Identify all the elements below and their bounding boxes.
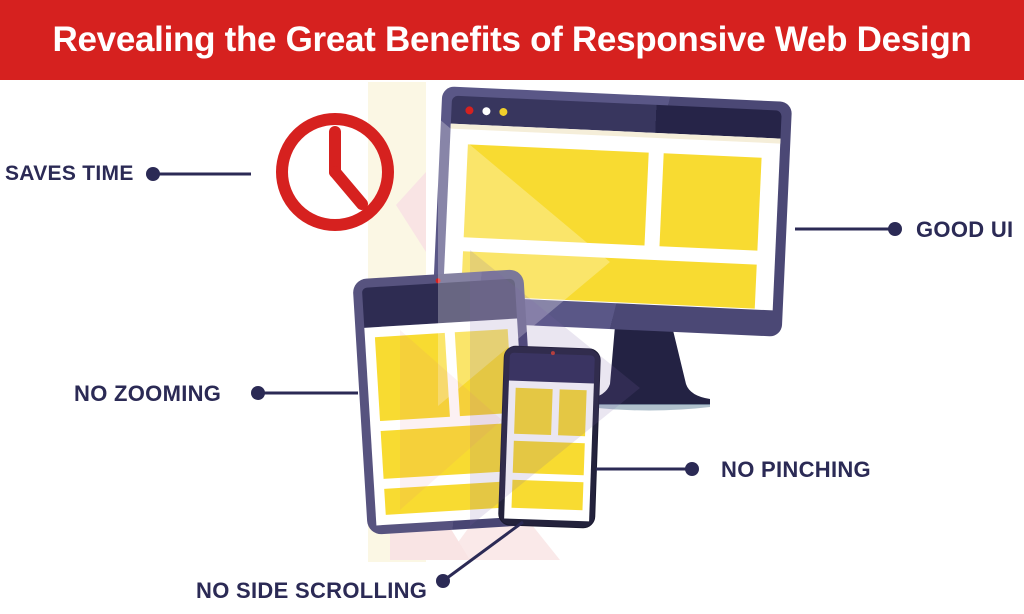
smartphone <box>497 345 602 529</box>
monitor-stand <box>588 326 710 411</box>
yellow-dot-icon <box>499 107 508 117</box>
content-block <box>512 440 585 476</box>
red-dot-icon <box>465 106 474 115</box>
page-title: Revealing the Great Benefits of Responsi… <box>52 20 972 59</box>
label-no-zooming: NO ZOOMING <box>74 381 222 406</box>
connector-dot <box>251 386 265 400</box>
clock-icon <box>276 113 394 231</box>
connector-dot <box>436 574 450 588</box>
label-no-side-scrolling: NO SIDE SCROLLING <box>196 578 428 603</box>
content-block <box>511 479 584 511</box>
label-no-pinching: NO PINCHING <box>721 457 871 482</box>
content-block <box>558 389 587 437</box>
phone-header-bar <box>508 352 595 384</box>
camera-dot-icon <box>550 350 555 356</box>
content-block <box>514 387 554 436</box>
camera-dot-icon <box>435 277 441 283</box>
connector-dot <box>685 462 699 476</box>
header-banner: Revealing the Great Benefits of Responsi… <box>0 0 1024 80</box>
content-block <box>374 332 450 422</box>
white-dot-icon <box>482 107 491 116</box>
connector-dot <box>146 167 160 181</box>
content-block <box>463 144 649 246</box>
content-block <box>380 422 517 479</box>
phone-screen <box>504 380 594 522</box>
connector-line-no-side-scrolling <box>442 520 524 583</box>
content-block <box>659 153 762 251</box>
connector-dot <box>888 222 902 236</box>
label-saves-time: SAVES TIME <box>5 162 134 185</box>
label-good-ui: GOOD UI <box>916 217 1014 242</box>
